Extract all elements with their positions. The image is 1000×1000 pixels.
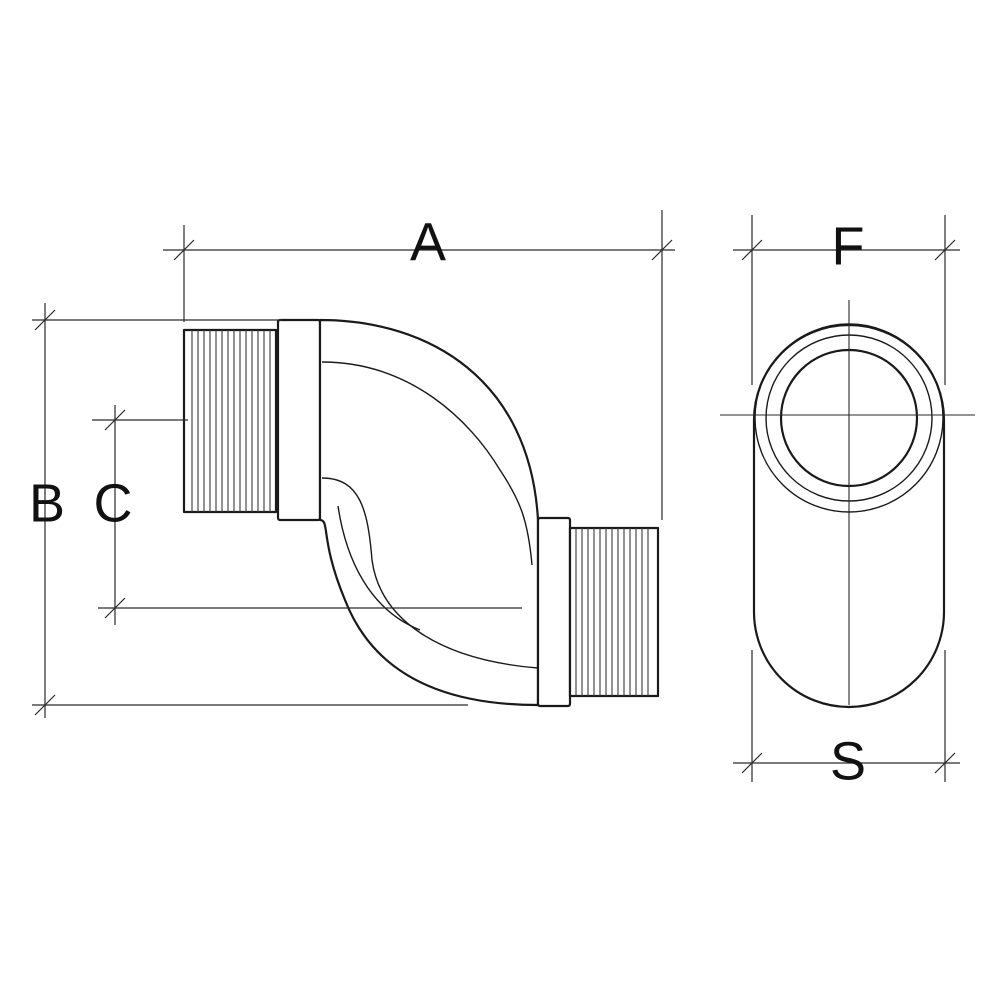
side-view [182, 318, 660, 708]
elbow-body [318, 318, 540, 707]
end-view [720, 300, 975, 709]
right-collar [536, 516, 572, 708]
right-thread [568, 526, 660, 698]
left-thread [182, 328, 278, 514]
dimension-b: B [29, 303, 468, 718]
dimension-b-label: B [29, 473, 65, 533]
dimension-s: S [733, 650, 960, 791]
dimension-a: A [163, 210, 675, 520]
dimension-c-label: C [94, 473, 133, 533]
dimension-a-label: A [410, 212, 446, 272]
left-collar [276, 318, 322, 522]
dimension-f: F [733, 215, 960, 385]
dimension-c: C [92, 405, 522, 625]
dimension-s-label: S [830, 731, 866, 791]
dimension-f-label: F [832, 216, 865, 276]
